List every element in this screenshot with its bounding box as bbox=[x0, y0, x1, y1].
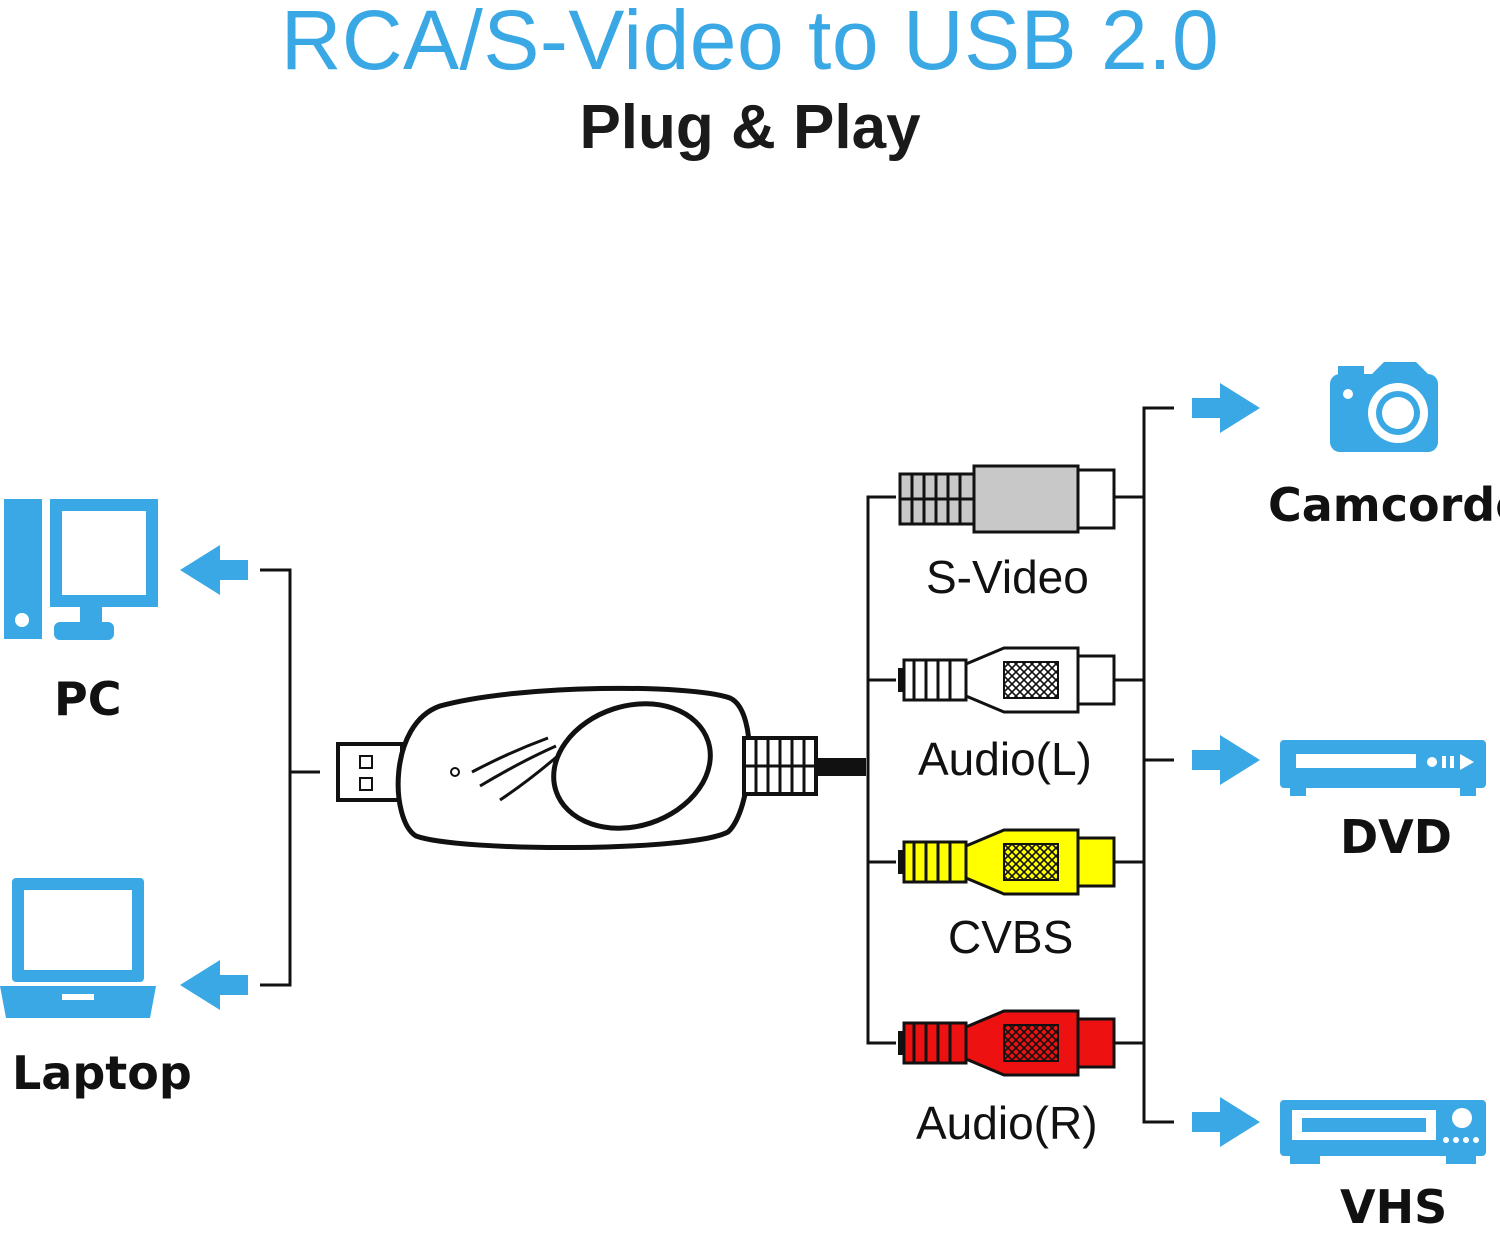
s-video-connector bbox=[898, 464, 1116, 534]
desktop-pc-icon bbox=[4, 499, 158, 640]
connector-bracket-right bbox=[1114, 406, 1174, 1124]
camera-icon bbox=[1330, 362, 1438, 452]
laptop-icon bbox=[0, 878, 156, 1018]
label-s-video: S-Video bbox=[926, 551, 1089, 603]
usb-capture-device bbox=[336, 685, 866, 851]
label-dvd: DVD bbox=[1340, 810, 1452, 864]
host-bracket bbox=[260, 568, 320, 987]
label-audio-right: Audio(R) bbox=[916, 1097, 1098, 1149]
vhs-player-icon bbox=[1280, 1100, 1486, 1164]
arrow-to-laptop-icon bbox=[180, 960, 248, 1010]
label-camcorder: Camcorder bbox=[1268, 478, 1500, 532]
label-cvbs: CVBS bbox=[948, 911, 1074, 963]
cvbs-connector bbox=[898, 828, 1116, 896]
audio-right-connector bbox=[898, 1009, 1116, 1077]
label-audio-left: Audio(L) bbox=[918, 733, 1092, 785]
arrow-from-dvd-icon bbox=[1192, 735, 1260, 785]
page-subtitle: Plug & Play bbox=[579, 93, 921, 162]
arrow-from-vhs-icon bbox=[1192, 1097, 1260, 1147]
dvd-player-icon bbox=[1280, 740, 1486, 796]
label-laptop: Laptop bbox=[12, 1046, 192, 1100]
connector-bracket-left bbox=[866, 495, 896, 1045]
page-title: RCA/S-Video to USB 2.0 bbox=[280, 0, 1220, 87]
arrow-to-pc-icon bbox=[180, 545, 248, 595]
label-pc: PC bbox=[54, 672, 122, 726]
audio-left-connector bbox=[898, 646, 1116, 714]
arrow-from-camcorder-icon bbox=[1192, 383, 1260, 433]
label-vhs: VHS bbox=[1340, 1180, 1448, 1234]
